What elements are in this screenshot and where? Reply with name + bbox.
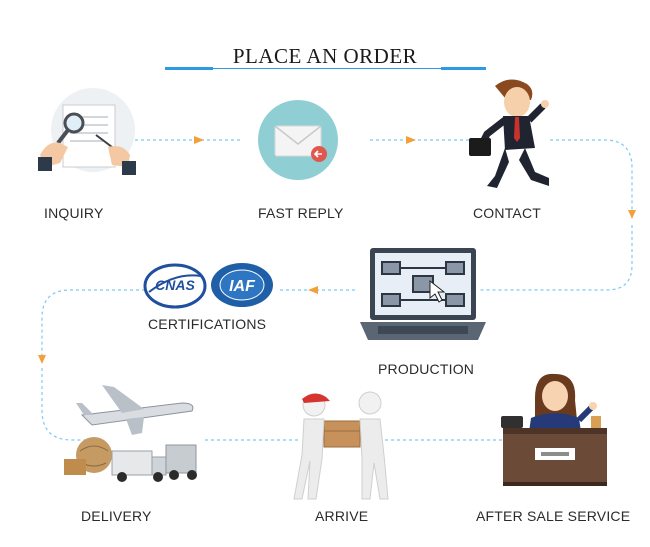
flow-arrow-2 xyxy=(406,136,416,144)
laptop-icon xyxy=(360,248,486,340)
flow-arrow-4 xyxy=(308,286,318,294)
iaf-logo: IAF xyxy=(211,263,273,307)
step-label-fast-reply: FAST REPLY xyxy=(258,205,344,221)
step-label-after-sale-service: AFTER SALE SERVICE xyxy=(476,508,631,524)
step-label-delivery: DELIVERY xyxy=(81,508,152,524)
inquiry-icon xyxy=(38,88,136,175)
flow-arrow-3 xyxy=(628,210,636,219)
step-label-arrive: ARRIVE xyxy=(315,508,369,524)
title-underline-right xyxy=(441,67,486,70)
cnas-logo: CNAS xyxy=(143,263,207,309)
step-label-inquiry: INQUIRY xyxy=(44,205,104,221)
customer-service-icon xyxy=(501,373,607,486)
svg-text:CNAS: CNAS xyxy=(155,277,195,293)
step-label-certifications: CERTIFICATIONS xyxy=(148,316,267,332)
title-underline-center xyxy=(213,68,441,69)
flow-arrow-1 xyxy=(194,136,204,144)
svg-text:IAF: IAF xyxy=(229,278,256,295)
flow-arrow-5 xyxy=(38,355,46,364)
delivery-people-icon xyxy=(293,391,389,500)
email-reply-icon xyxy=(258,100,338,180)
step-label-production: PRODUCTION xyxy=(378,361,475,377)
delivery-icon xyxy=(64,385,197,482)
title-underline-left xyxy=(165,67,213,70)
page-title: PLACE AN ORDER xyxy=(232,44,418,68)
step-label-contact: CONTACT xyxy=(473,205,542,221)
businessman-icon xyxy=(469,79,549,188)
